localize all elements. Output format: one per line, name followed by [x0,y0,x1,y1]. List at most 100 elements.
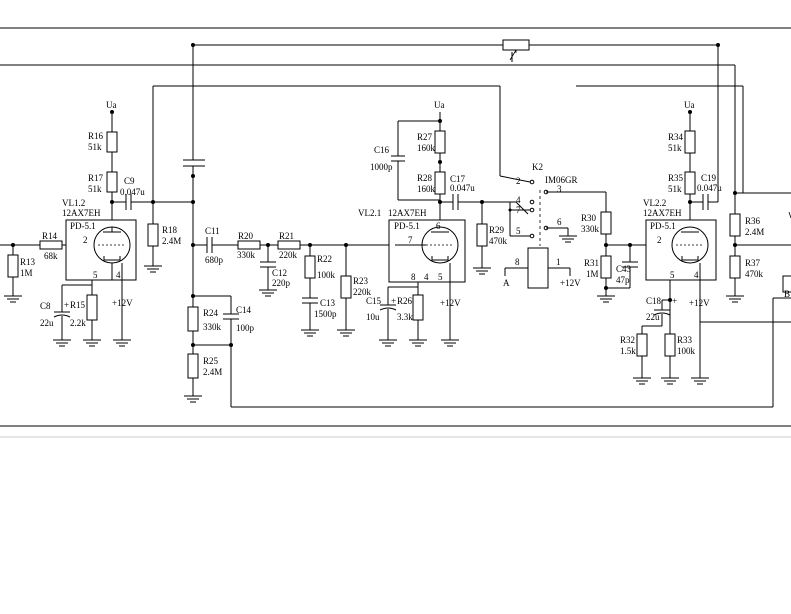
k2-pin-7: 7 [516,205,521,215]
c12-name: C12 [272,268,287,278]
c14-name: C14 [236,305,252,315]
vl21-pin-top: 6 [436,221,441,231]
c17-value: 0.047u [450,183,475,193]
r24-name: R24 [203,308,219,318]
r34-value: 51k [668,143,682,153]
ua-3: Ua [684,100,695,110]
r37-name: R37 [745,258,761,268]
r27-value: 160k [417,143,436,153]
stage-vl12 [0,110,193,347]
r14-name: R14 [42,231,58,241]
c16-name: C16 [374,145,390,155]
c16-value: 1000p [370,162,393,172]
r30-name: R30 [581,213,597,223]
r32-name: R32 [620,335,635,345]
r26-name: R26 [397,296,413,306]
labels: VL1.2 12AX7EH PD-5.1 2 5 4 R13 1M R14 68… [20,100,790,377]
vl21-pin-a: 8 [411,272,416,282]
r29-value: 470k [489,236,508,246]
r15-name: R15 [70,300,86,310]
plus12-k2: +12V [560,278,581,288]
r29-name: R29 [489,225,505,235]
r18-value: 2.4M [162,236,181,246]
c8-name: C8 [40,301,51,311]
r27-name: R27 [417,132,433,142]
plus12-1: +12V [112,298,133,308]
r20-value: 330k [237,250,256,260]
c15-name: C15 [366,296,382,306]
k2-pin-8: 8 [515,257,520,267]
vl22-pin-a: 5 [670,270,675,280]
c15-plus: + [391,296,396,306]
coupling-section [183,159,773,408]
vl12-pin-a: 5 [93,270,98,280]
frame [0,27,791,438]
c43-value: 47p [616,275,630,285]
r33-value: 100k [677,346,696,356]
label-a: A [503,278,510,288]
stage-vl22 [633,110,791,407]
r34-name: R34 [668,132,684,142]
c14-value: 100p [236,323,255,333]
r37-value: 470k [745,269,764,279]
c12-value: 220p [272,278,291,288]
k2-pin-5: 5 [516,226,521,236]
c18-name: C18 [646,296,662,306]
c11-value: 680p [205,255,224,265]
vl21-name: VL2.1 [358,208,381,218]
top-wires [0,44,744,202]
vl21-pin-grid: 7 [408,235,413,245]
r17-name: R17 [88,173,104,183]
r25-value: 2.4M [203,367,222,377]
r32-value: 1.5k [620,346,636,356]
r22-name: R22 [317,254,332,264]
k2-pin-3: 3 [557,184,562,194]
vl22-pin-b: 4 [694,270,699,280]
plus12-2: +12V [440,298,461,308]
vl21-socket: PD-5.1 [394,221,420,231]
c9-name: C9 [124,176,135,186]
r30-value: 330k [581,224,600,234]
r28-name: R28 [417,173,433,183]
r14-value: 68k [44,251,58,261]
r16-name: R16 [88,131,104,141]
vl12-pin-b: 4 [116,270,121,280]
r18-name: R18 [162,225,178,235]
c8-value: 22u [40,318,54,328]
r24-value: 330k [203,322,222,332]
r31-value: 1M [586,269,599,279]
r36-name: R36 [745,216,761,226]
r21-name: R21 [279,231,294,241]
switch-k2 [499,175,660,303]
r15-value: 2.2k [70,318,86,328]
r22-value: 100k [317,270,336,280]
r13-value: 1M [20,268,33,278]
c18-plus: + [672,296,677,306]
c15-value: 10u [366,312,380,322]
r26-value: 3.3k [397,312,413,322]
c11-name: C11 [205,226,220,236]
vl21-pin-c: 5 [438,272,443,282]
k2-pin-4: 4 [516,195,521,205]
r25-name: R25 [203,356,219,366]
r36-value: 2.4M [745,227,764,237]
vl21-pin-b: 4 [424,272,429,282]
c19-name: C19 [701,173,717,183]
c17-name: C17 [450,174,466,184]
r23-value: 220k [353,287,372,297]
k2-pin-2: 2 [516,176,521,186]
r16-value: 51k [88,142,102,152]
plus12-3: +12V [689,298,710,308]
c13-value: 1500p [314,309,337,319]
label-b: B [784,289,790,299]
vl22-socket: PD-5.1 [650,221,676,231]
k2-pin-1: 1 [556,257,561,267]
k2-name: K2 [532,162,543,172]
r21-value: 220k [279,250,298,260]
vl21-type: 12AX7EH [388,208,427,218]
c8-plus: + [64,300,69,310]
k2-type: IM06GR [545,175,578,185]
vl12-socket: PD-5.1 [70,221,96,231]
c9-value: 0.047u [120,187,145,197]
